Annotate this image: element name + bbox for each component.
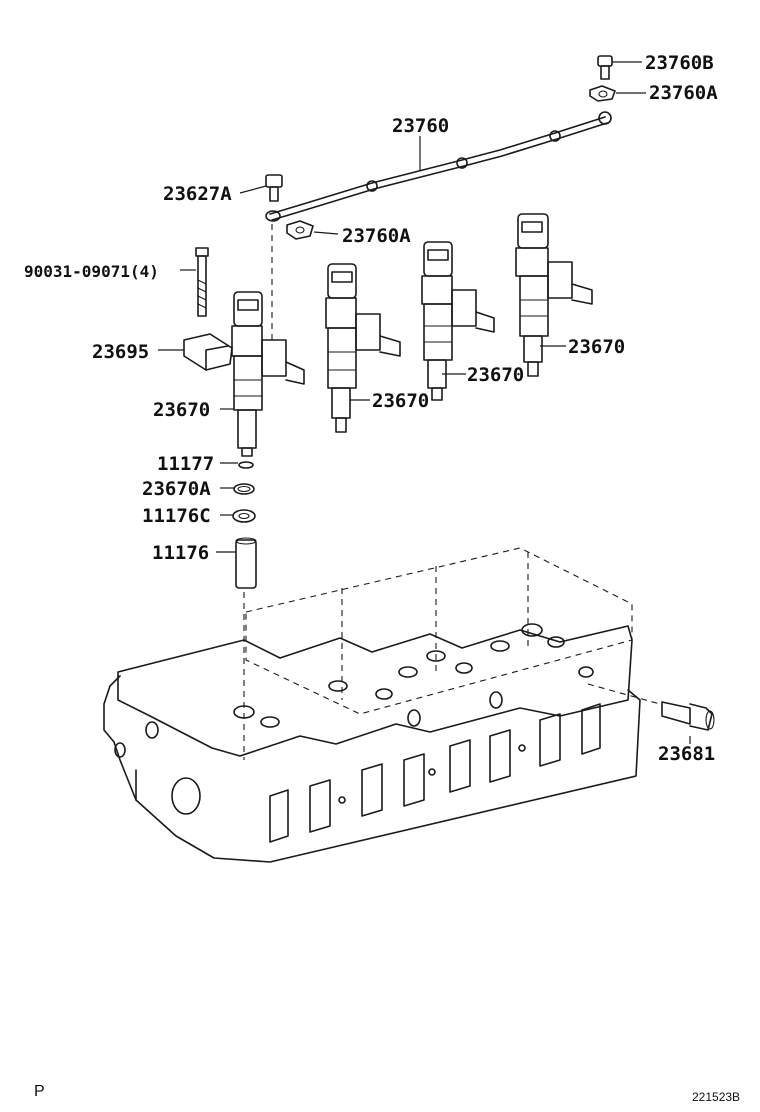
- bolt-23760b: [597, 55, 613, 80]
- injector-1: [231, 291, 305, 457]
- injector-2: [325, 263, 401, 433]
- sleeve-11176: [235, 537, 257, 589]
- corner-label-left: P: [34, 1083, 45, 1100]
- gasket-11177: [238, 461, 254, 469]
- leader-lines: [158, 61, 691, 744]
- callout-pipe: 23760: [392, 115, 449, 137]
- callout-gasket-small: 11177: [157, 453, 214, 475]
- callout-washer-mid: 23760A: [342, 225, 411, 247]
- guide-lines: [243, 224, 661, 760]
- callout-clamp: 23695: [92, 341, 149, 363]
- callout-sleeve: 11176: [152, 542, 209, 564]
- callout-injector-2: 23670: [372, 390, 429, 412]
- callout-stud: 90031-09071(4): [24, 262, 159, 281]
- clamp-23695: [183, 333, 233, 371]
- fitting-23681: [661, 701, 715, 731]
- injector-3: [421, 241, 495, 401]
- injector-4: [515, 213, 593, 377]
- washer-23760a-mid: [286, 220, 314, 240]
- callout-injector-1: 23670: [153, 399, 210, 421]
- leak-off-pipe: [265, 111, 612, 222]
- callout-washer-top: 23760A: [649, 82, 718, 104]
- callout-oring: 23670A: [142, 478, 211, 500]
- seat-11176c: [232, 509, 256, 523]
- bolt-23627a: [265, 174, 283, 202]
- diagram-code: 221523B: [692, 1090, 740, 1104]
- callout-seat: 11176C: [142, 505, 211, 527]
- cylinder-head: [103, 547, 641, 863]
- callout-injector-4: 23670: [568, 336, 625, 358]
- stud-bolt: [195, 247, 209, 317]
- oring-23670a: [233, 483, 255, 495]
- callout-fitting: 23681: [658, 743, 715, 765]
- callout-injector-3: 23670: [467, 364, 524, 386]
- washer-23760a-top: [589, 85, 616, 102]
- callout-bolt-left: 23627A: [163, 183, 232, 205]
- callout-bolt-top: 23760B: [645, 52, 714, 74]
